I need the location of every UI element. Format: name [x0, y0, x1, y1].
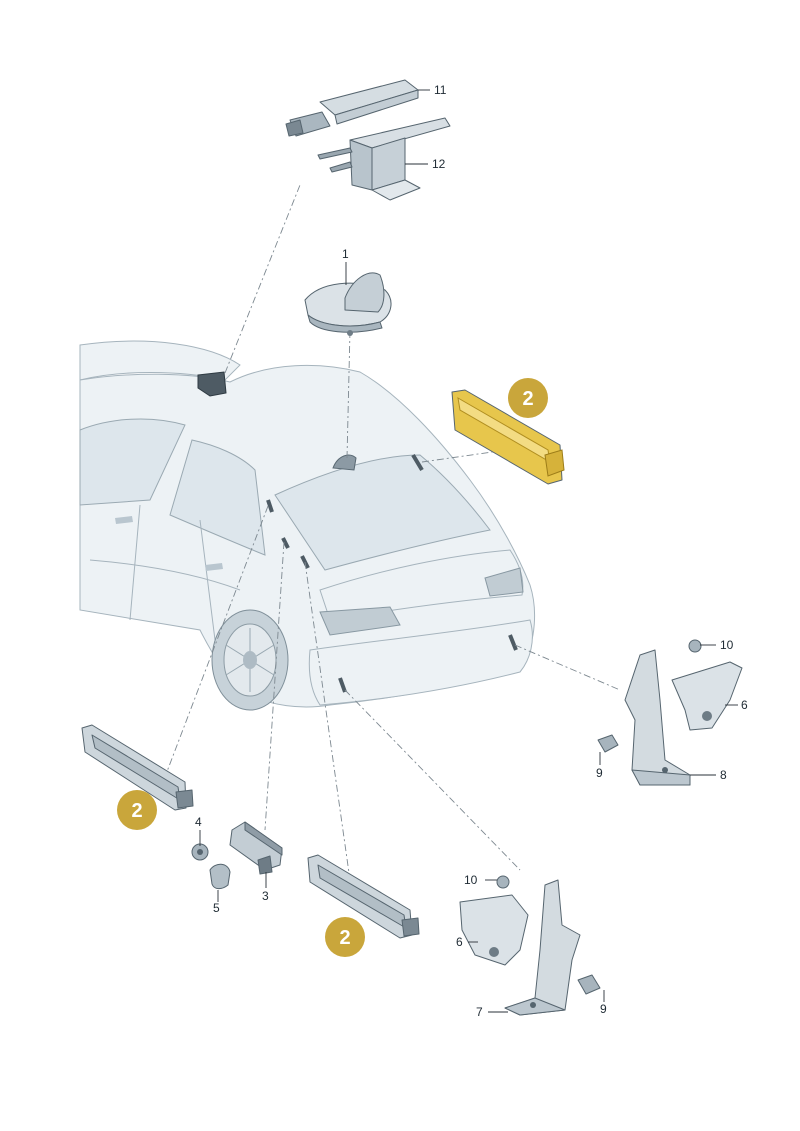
callout-5: 5 — [213, 901, 220, 915]
part-2-antenna-amplifier-middle — [307, 854, 420, 939]
callout-2-left: 2 — [131, 800, 142, 822]
part-11-antenna-module — [285, 79, 419, 137]
callout-6-lower: 6 — [456, 935, 463, 949]
callout-12: 12 — [432, 157, 446, 171]
bracket-group-lower — [459, 875, 601, 1016]
part-2-antenna-amplifier-left — [81, 724, 194, 811]
callout-badges: 2 2 2 — [117, 378, 548, 957]
callout-11: 11 — [434, 83, 447, 97]
callout-8: 8 — [720, 768, 727, 782]
callout-9-lower: 9 — [600, 1002, 607, 1016]
callout-2-middle: 2 — [339, 927, 350, 949]
badge-2-middle-circle — [325, 917, 365, 957]
callout-4: 4 — [195, 815, 202, 829]
callout-2-top: 2 — [522, 388, 533, 410]
car-body-illustration — [79, 340, 535, 711]
part-12-bracket — [317, 117, 451, 201]
badge-2-top-circle — [508, 378, 548, 418]
locator-lines — [159, 184, 621, 881]
callout-10-lower: 10 — [464, 873, 478, 887]
callout-6-right: 6 — [741, 698, 748, 712]
leader-lines — [199, 89, 738, 1013]
part-5-clip — [209, 863, 231, 890]
part-1-roof-antenna — [304, 272, 392, 336]
badge-2-left-circle — [117, 790, 157, 830]
callout-10-right: 10 — [720, 638, 734, 652]
callout-9-right: 9 — [596, 766, 603, 780]
part-4-nut — [191, 843, 209, 861]
part-2-antenna-amplifier-highlighted — [451, 389, 565, 485]
callout-3: 3 — [262, 889, 269, 903]
part-3-connector — [229, 821, 283, 875]
callout-labels: 11 12 1 4 5 3 10 6 8 9 10 6 7 9 — [195, 83, 748, 1019]
bracket-group-right — [597, 639, 743, 786]
callout-1: 1 — [342, 247, 349, 261]
callout-7: 7 — [476, 1005, 483, 1019]
